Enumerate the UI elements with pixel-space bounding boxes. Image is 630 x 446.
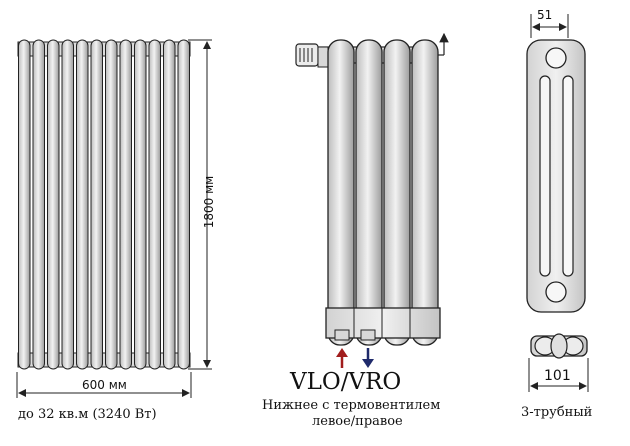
height-dimension — [188, 39, 212, 370]
front-column — [134, 39, 147, 370]
front-column — [105, 39, 118, 370]
section-top-width-label: 51 — [537, 8, 553, 22]
front-column — [163, 39, 176, 370]
supply-arrow-icon — [336, 348, 348, 368]
front-column — [76, 39, 89, 370]
front-column — [148, 39, 161, 370]
front-view-caption: до 32 кв.м (3240 Вт) — [18, 407, 157, 422]
connection-caption-line2: левое/правое — [312, 414, 403, 429]
front-column — [90, 39, 103, 370]
return-arrow-icon — [362, 348, 374, 368]
height-label: 1800 мм — [202, 175, 217, 229]
model-label: VLO/VRO — [290, 369, 402, 395]
section-view-radiator — [526, 39, 586, 313]
thermostatic-valve-icon — [295, 43, 319, 67]
front-view-radiator — [17, 39, 191, 370]
side-view-radiator — [295, 32, 449, 368]
front-column — [47, 39, 60, 370]
connection-caption-line1: Нижнее с термовентилем — [262, 398, 441, 413]
width-label: 600 мм — [80, 378, 129, 392]
front-column — [18, 39, 31, 370]
front-column — [32, 39, 45, 370]
width-dimension — [16, 372, 192, 398]
front-column — [177, 39, 190, 370]
section-caption: 3-трубный — [521, 405, 593, 420]
section-bottom-width-label: 101 — [544, 368, 571, 384]
front-column — [119, 39, 132, 370]
section-bottom-dimension — [528, 358, 589, 392]
section-top-dimension — [530, 14, 569, 38]
section-connection-profile — [530, 333, 588, 359]
front-column — [61, 39, 74, 370]
